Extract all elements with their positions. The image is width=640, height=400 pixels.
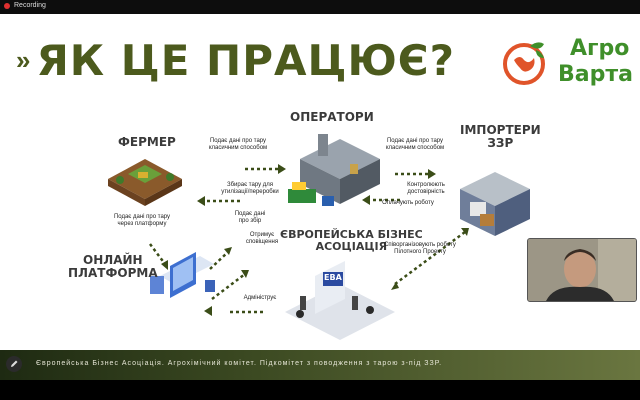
note-notifications: Отримує сповіщення — [240, 232, 284, 246]
node-importers-line1: ІМПОРТЕРИ — [460, 123, 541, 137]
record-dot-icon — [4, 2, 10, 9]
agrovarta-logo: Агро Варта — [500, 32, 640, 102]
participant-video-tile[interactable] — [527, 238, 637, 302]
node-platform-line1: ОНЛАЙН — [83, 253, 143, 267]
pencil-icon[interactable] — [6, 356, 22, 372]
logo-line2: Варта — [558, 62, 633, 87]
eba-sign: EBA — [324, 273, 342, 282]
note-operators-collect: Збирає тару для утилізації/переробки — [210, 182, 290, 196]
globe-leaf-icon — [503, 42, 545, 85]
presentation-slide: » ЯК ЦЕ ПРАЦЮЄ? Агро Варта — [0, 14, 640, 350]
recording-bar: Recording — [0, 0, 640, 14]
importer-warehouse-illustration — [460, 172, 530, 236]
node-operators: ОПЕРАТОРИ — [290, 110, 374, 124]
bottom-caption-bar: Європейська Бізнес Асоціація. Агрохімічн… — [0, 350, 640, 380]
arrow-heads — [161, 164, 469, 316]
node-platform-line2: ПЛАТФОРМА — [68, 265, 158, 280]
online-platform-illustration — [150, 252, 215, 298]
eba-office-illustration — [285, 261, 395, 340]
process-diagram — [108, 134, 530, 340]
bottom-black-strip — [0, 380, 640, 400]
operator-factory-illustration — [288, 134, 380, 206]
note-line: про збір — [238, 217, 262, 224]
logo-line1: Агро — [570, 36, 630, 61]
note-line: Співорганізовують роботу — [384, 242, 456, 248]
note-line: достовірність — [407, 188, 445, 195]
node-importers-line2: ЗЗР — [487, 135, 514, 150]
node-eba-line1: ЄВРОПЕЙСЬКА БІЗНЕС — [280, 228, 423, 241]
note-line: утилізації/переробки — [221, 188, 279, 195]
slide-title: ЯК ЦЕ ПРАЦЮЄ? — [36, 36, 455, 85]
farm-field-illustration — [108, 159, 182, 206]
note-line: через платформу — [117, 220, 167, 227]
flow-arrows — [149, 167, 466, 314]
node-eba-line2: АСОЦІАЦІЯ — [315, 239, 388, 253]
note-farmer-to-platform: Подає дані про тару через платформу — [100, 214, 184, 228]
note-line: класичним способом — [385, 144, 445, 151]
note-line: Збирає тару для — [226, 182, 274, 188]
note-line: Подає дані про тару — [113, 214, 171, 220]
recording-label: Recording — [14, 2, 46, 9]
note-pay: Оплачують роботу — [382, 200, 434, 206]
node-online-platform: ОНЛАЙН ПЛАТФОРМА — [68, 254, 158, 279]
note-collection: Подає дані про збір — [228, 211, 272, 225]
caption-text: Європейська Бізнес Асоціація. Агрохімічн… — [36, 360, 443, 367]
note-line: сповіщення — [245, 238, 279, 245]
note-line: класичним способом — [208, 144, 268, 151]
note-line: Подає дані про тару — [386, 138, 444, 144]
participant-avatar — [528, 239, 636, 301]
note-line: Пілотного Проекту — [394, 248, 446, 255]
slide-title-wrap: » ЯК ЦЕ ПРАЦЮЄ? — [16, 36, 455, 85]
note-control: Контролюють достовірність — [396, 182, 456, 196]
note-line: Отримує — [249, 232, 275, 238]
note-farmer-to-operators: Подає дані про тару класичним способом — [198, 138, 278, 152]
node-importers: ІМПОРТЕРИ ЗЗР — [460, 124, 541, 149]
note-admin: Адмініструє — [243, 295, 277, 301]
node-eba: ЄВРОПЕЙСЬКА БІЗНЕС АСОЦІАЦІЯ — [280, 229, 423, 252]
recording-indicator: Recording — [4, 2, 46, 9]
node-farmer: ФЕРМЕР — [118, 135, 176, 149]
note-operators-to-importers: Подає дані про тару класичним способом — [372, 138, 458, 152]
note-cofinance: Співорганізовують роботу Пілотного Проек… — [372, 242, 468, 256]
note-line: Подає дані — [234, 211, 266, 217]
note-line: Контролюють — [407, 182, 445, 188]
note-line: Подає дані про тару — [209, 138, 267, 144]
